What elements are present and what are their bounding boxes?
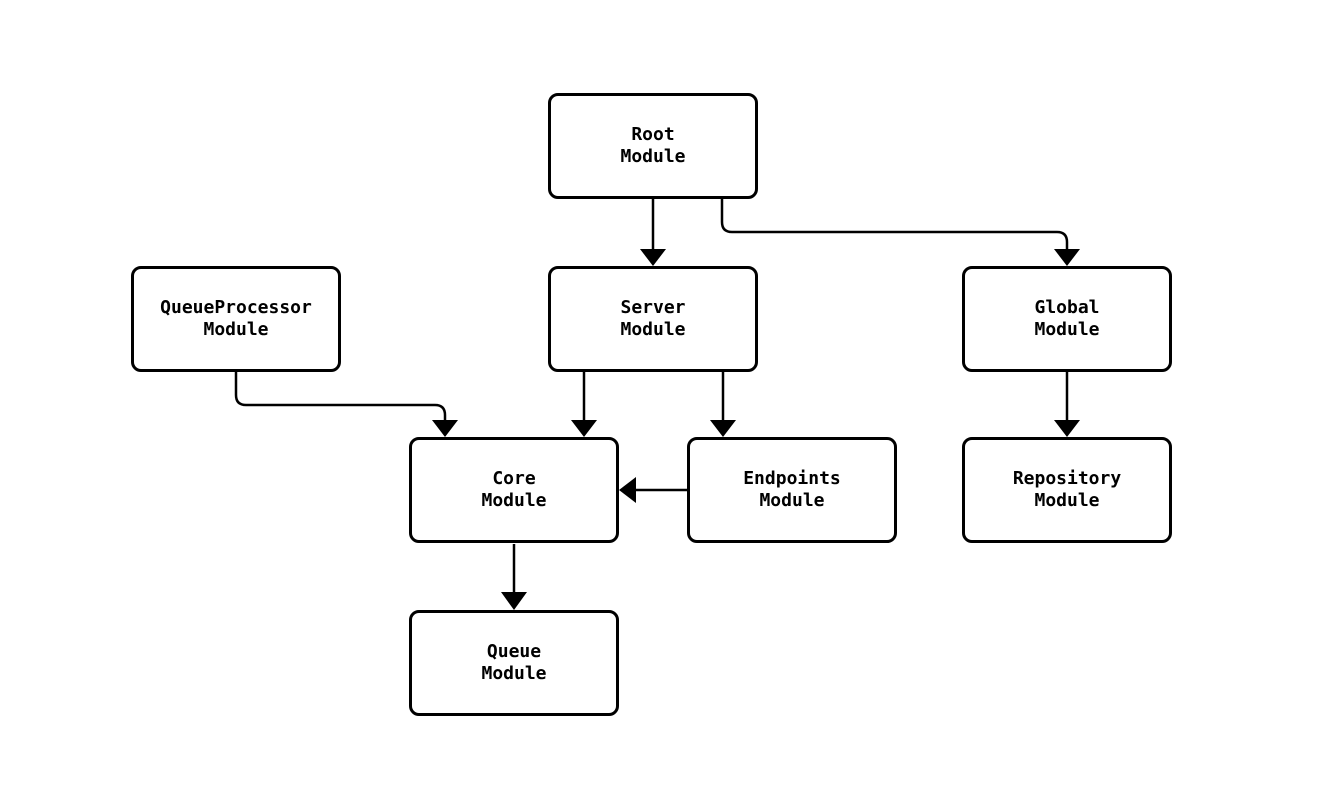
node-global-module-label: Global Module bbox=[1034, 297, 1100, 340]
node-server-module: Server Module bbox=[548, 266, 758, 372]
node-repository-module-label: Repository Module bbox=[1012, 468, 1122, 511]
node-root-module: Root Module bbox=[548, 93, 758, 199]
node-root-module-label: Root Module bbox=[620, 124, 686, 167]
node-server-module-label: Server Module bbox=[620, 297, 686, 340]
node-core-module: Core Module bbox=[409, 437, 619, 543]
node-global-module: Global Module bbox=[962, 266, 1172, 372]
edge-root-to-server bbox=[640, 199, 666, 266]
edge-server-to-core bbox=[571, 372, 597, 437]
node-repository-module: Repository Module bbox=[962, 437, 1172, 543]
edge-root-to-global bbox=[720, 199, 1080, 266]
node-endpoints-module-label: Endpoints Module bbox=[743, 468, 841, 511]
edge-core-to-queue bbox=[501, 544, 527, 610]
node-queueprocessor-module-label: QueueProcessor Module bbox=[160, 297, 312, 340]
node-queue-module: Queue Module bbox=[409, 610, 619, 716]
node-queueprocessor-module: QueueProcessor Module bbox=[131, 266, 341, 372]
edge-endpoints-to-core bbox=[619, 477, 687, 503]
node-queue-module-label: Queue Module bbox=[481, 641, 547, 684]
edge-global-to-repository bbox=[1054, 372, 1080, 437]
node-core-module-label: Core Module bbox=[481, 468, 547, 511]
edge-queueprocessor-to-core bbox=[234, 372, 458, 437]
node-endpoints-module: Endpoints Module bbox=[687, 437, 897, 543]
edge-server-to-endpoints bbox=[710, 372, 736, 437]
